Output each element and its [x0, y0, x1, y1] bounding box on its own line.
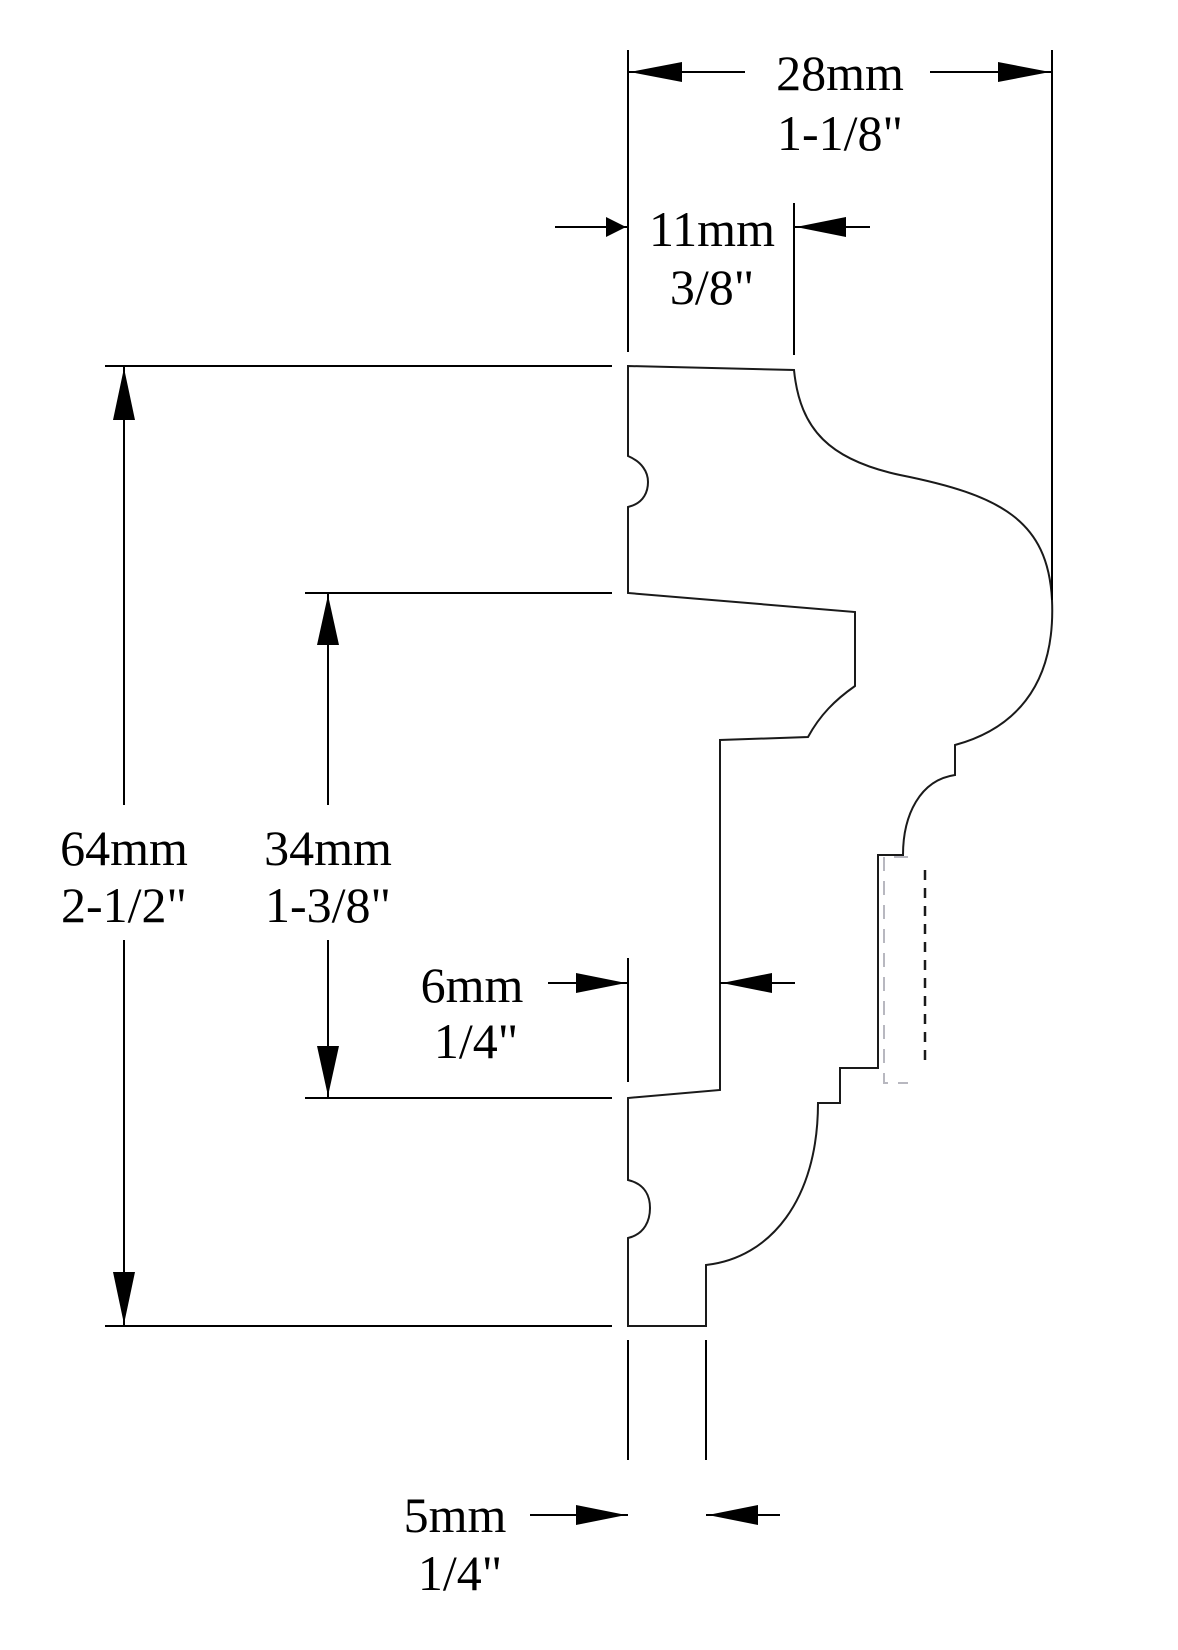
dimension-rabbet-height: 34mm 1-3/8" [264, 592, 612, 1099]
overall-width-imperial: 1-1/8" [777, 105, 903, 161]
overall-width-metric: 28mm [776, 45, 904, 101]
arrowhead-down-icon [317, 1046, 339, 1096]
rabbet-depth-metric: 6mm [421, 957, 524, 1013]
dimension-bottom-flat-width: 5mm 1/4" [404, 1340, 780, 1601]
moulding-profile-outline [627, 364, 1054, 1327]
arrowhead-right-icon [606, 217, 626, 237]
arrowhead-up-icon [113, 368, 135, 420]
rabbet-depth-imperial: 1/4" [434, 1013, 518, 1069]
arrowhead-right-icon [576, 1505, 626, 1525]
bottom-flat-width-metric: 5mm [404, 1487, 507, 1543]
arrowhead-left-icon [796, 217, 846, 237]
overall-height-imperial: 2-1/2" [61, 877, 187, 933]
rabbet-height-metric: 34mm [264, 820, 392, 876]
bottom-flat-width-imperial: 1/4" [418, 1545, 502, 1601]
arrowhead-right-icon [998, 62, 1050, 82]
dimension-overall-height: 64mm 2-1/2" [60, 365, 612, 1327]
rabbet-height-imperial: 1-3/8" [265, 877, 391, 933]
hidden-line-grey [883, 856, 908, 1084]
overall-height-metric: 64mm [60, 820, 188, 876]
arrowhead-left-icon [708, 1505, 758, 1525]
dimension-top-flat-width: 11mm 3/8" [555, 201, 870, 355]
arrowhead-left-icon [630, 62, 682, 82]
arrowhead-right-icon [576, 973, 626, 993]
top-flat-width-metric: 11mm [649, 201, 775, 257]
arrowhead-down-icon [113, 1272, 135, 1324]
arrowhead-left-icon [722, 973, 772, 993]
dimension-overall-width: 28mm 1-1/8" [627, 45, 1053, 600]
arrowhead-up-icon [317, 595, 339, 645]
dimension-rabbet-depth: 6mm 1/4" [421, 957, 795, 1082]
top-flat-width-imperial: 3/8" [670, 259, 754, 315]
